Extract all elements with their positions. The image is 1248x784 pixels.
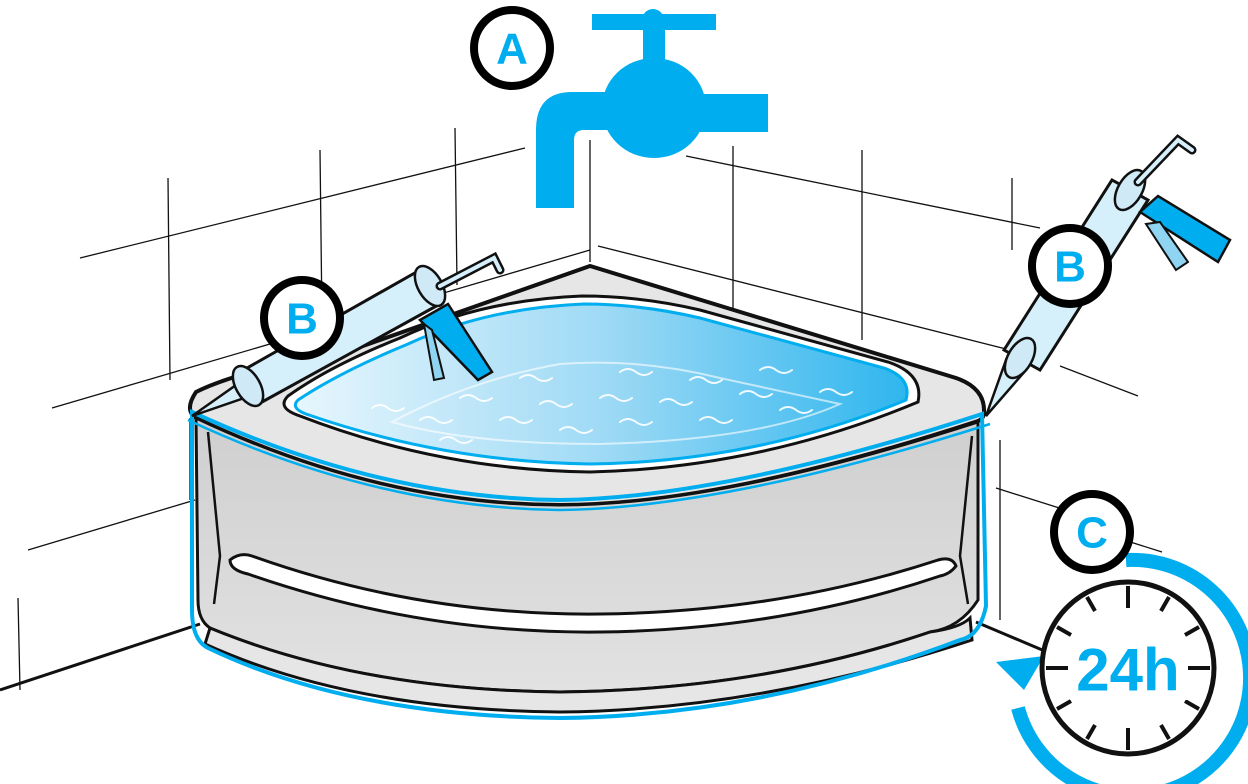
label-b-right: B xyxy=(1032,228,1108,304)
left-tile-line xyxy=(80,148,525,258)
tap-spout xyxy=(536,92,626,208)
label-c: C xyxy=(1054,494,1130,570)
floor-line-left xyxy=(0,624,200,690)
label-b-left-text: B xyxy=(286,295,318,344)
tap-wall-mount xyxy=(680,94,768,132)
refresh-arrow-head xyxy=(996,656,1044,690)
label-c-text: C xyxy=(1076,509,1108,558)
right-tile-line xyxy=(686,156,1040,228)
label-a-text: A xyxy=(496,25,528,74)
label-b-left: B xyxy=(264,280,340,356)
right-tile-line xyxy=(1060,366,1138,396)
label-a: A xyxy=(474,10,550,86)
label-b-right-text: B xyxy=(1054,243,1086,292)
left-tile-line xyxy=(18,598,20,690)
left-tile-line xyxy=(168,178,170,380)
clock-icon: 24h xyxy=(996,560,1248,784)
left-tile-line xyxy=(455,128,457,285)
clock-label: 24h xyxy=(1076,637,1179,704)
left-tile-line xyxy=(28,500,195,550)
